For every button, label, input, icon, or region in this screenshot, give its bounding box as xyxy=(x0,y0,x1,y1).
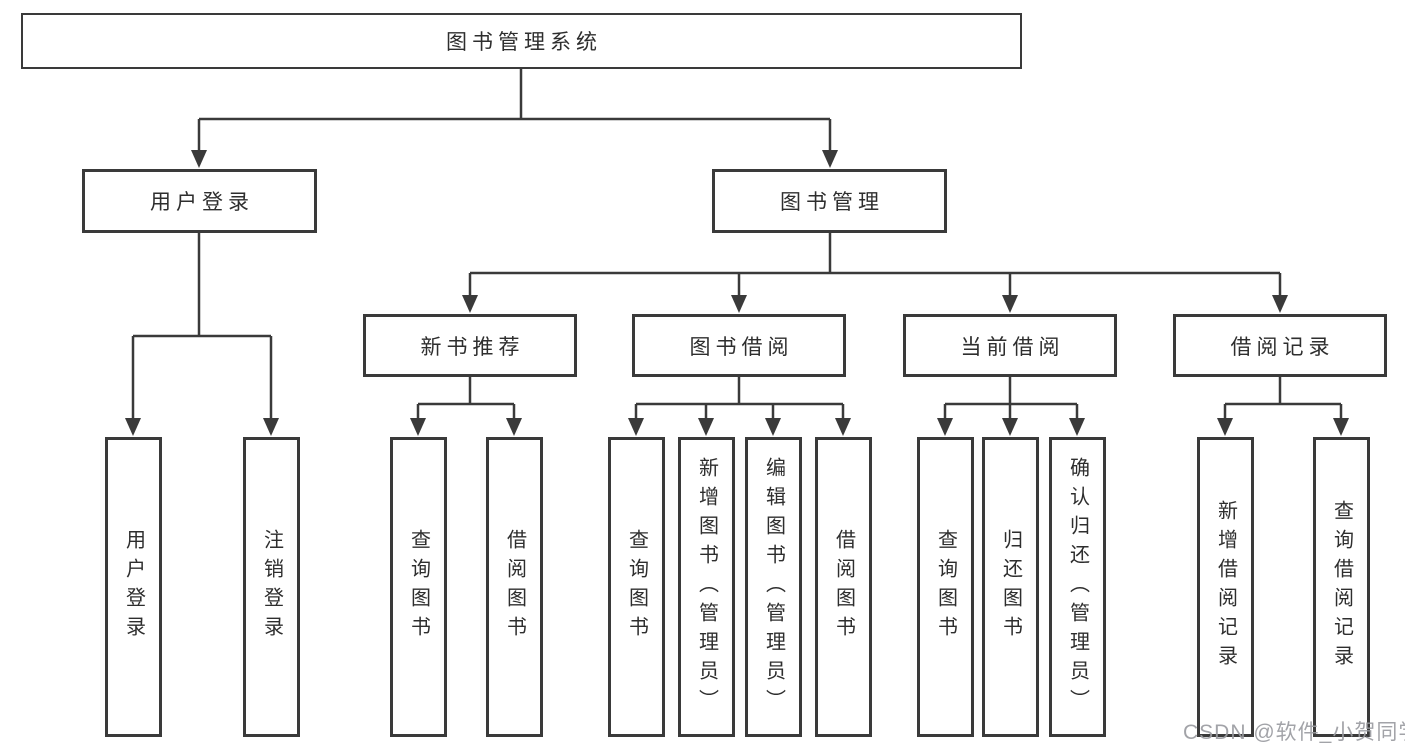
arrow-down-icon xyxy=(731,295,747,313)
arrow-down-icon xyxy=(125,418,141,436)
leaf-user-login: 用户登录 xyxy=(105,437,162,737)
leaf-records-query-record: 查询借阅记录 xyxy=(1313,437,1370,737)
arrow-down-icon xyxy=(628,418,644,436)
node-book-borrow: 图书借阅 xyxy=(632,314,846,377)
leaf-borrow-query-books: 查询图书 xyxy=(608,437,665,737)
leaf-borrow-add-books-admin: 新增图书（管理员） xyxy=(678,437,735,737)
arrow-down-icon xyxy=(1333,418,1349,436)
arrow-down-icon xyxy=(835,418,851,436)
node-current-borrow: 当前借阅 xyxy=(903,314,1117,377)
leaf-current-confirm-return-admin: 确认归还（管理员） xyxy=(1049,437,1106,737)
arrowheads-group xyxy=(125,150,1349,436)
leaf-current-query-books: 查询图书 xyxy=(917,437,974,737)
arrow-down-icon xyxy=(1002,418,1018,436)
tree-connector-path xyxy=(131,68,1343,420)
leaf-current-return-books: 归还图书 xyxy=(982,437,1039,737)
arrow-down-icon xyxy=(506,418,522,436)
node-book-management-group: 图书管理 xyxy=(712,169,947,233)
leaf-borrow-borrow-books: 借阅图书 xyxy=(815,437,872,737)
node-root-system: 图书管理系统 xyxy=(21,13,1022,69)
leaf-recommend-borrow-books: 借阅图书 xyxy=(486,437,543,737)
arrow-down-icon xyxy=(410,418,426,436)
arrow-down-icon xyxy=(698,418,714,436)
node-new-book-recommend: 新书推荐 xyxy=(363,314,577,377)
arrow-down-icon xyxy=(937,418,953,436)
csdn-watermark: CSDN @软件_小贺同学 xyxy=(1183,721,1405,744)
arrow-down-icon xyxy=(822,150,838,168)
leaf-recommend-query-books: 查询图书 xyxy=(390,437,447,737)
node-user-login-group: 用户登录 xyxy=(82,169,317,233)
leaf-borrow-edit-books-admin: 编辑图书（管理员） xyxy=(745,437,802,737)
arrow-down-icon xyxy=(263,418,279,436)
arrow-down-icon xyxy=(1002,295,1018,313)
arrow-down-icon xyxy=(462,295,478,313)
leaf-records-add-record: 新增借阅记录 xyxy=(1197,437,1254,737)
arrow-down-icon xyxy=(1272,295,1288,313)
node-borrow-records: 借阅记录 xyxy=(1173,314,1387,377)
arrow-down-icon xyxy=(1217,418,1233,436)
arrow-down-icon xyxy=(765,418,781,436)
leaf-logout: 注销登录 xyxy=(243,437,300,737)
arrow-down-icon xyxy=(191,150,207,168)
arrow-down-icon xyxy=(1069,418,1085,436)
